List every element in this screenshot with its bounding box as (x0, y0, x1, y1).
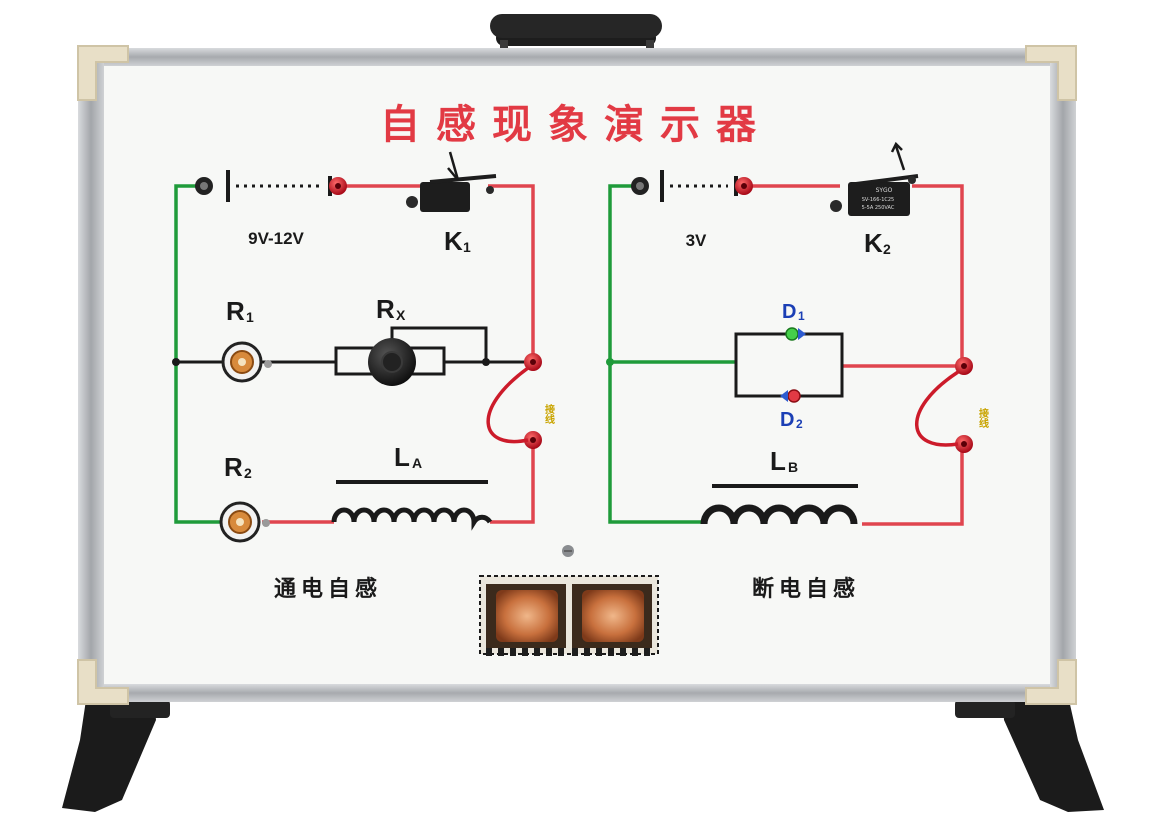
left-red-wires (262, 184, 535, 524)
left-post-red-top[interactable] (329, 177, 347, 195)
label-d1: D 1 (782, 301, 805, 323)
left-voltage-label: 9V-12V (248, 229, 304, 248)
svg-text:K: K (864, 228, 883, 258)
label-k1: K 1 (444, 226, 471, 256)
svg-text:2: 2 (796, 417, 803, 431)
svg-text:R: R (224, 452, 243, 482)
svg-text:D: D (782, 301, 796, 323)
switch-marking-model: SV-166-1C25 (862, 197, 895, 203)
corner-caps (77, 45, 1077, 705)
svg-text:1: 1 (798, 309, 805, 323)
switch-marking-brand: SYGO (876, 187, 893, 194)
left-post-red-mid[interactable] (524, 353, 542, 371)
label-k2: K 2 (864, 228, 891, 258)
svg-text:1: 1 (463, 239, 471, 255)
right-side-tag: 接线 (977, 407, 989, 429)
svg-text:K: K (444, 226, 463, 256)
svg-text:B: B (788, 459, 798, 475)
left-circuit: 9V-12V 接线 K (172, 151, 555, 602)
right-post-red-mid[interactable] (955, 357, 973, 375)
inductor-lb (700, 484, 858, 525)
transformer-window (479, 575, 659, 656)
right-voltage-label: 3V (686, 231, 707, 250)
left-micro-switch[interactable] (406, 151, 497, 212)
svg-text:L: L (394, 442, 410, 472)
svg-text:X: X (396, 307, 406, 323)
lamp-r2[interactable] (219, 501, 270, 543)
left-jumper-wire[interactable] (486, 366, 530, 444)
aluminium-frame (78, 48, 1076, 702)
label-d2: D 2 (780, 409, 803, 431)
board-title: 自感现象演示器 (380, 102, 772, 148)
left-post-red-low[interactable] (524, 431, 542, 449)
diode-d2-led[interactable] (780, 389, 801, 403)
label-la: L A (394, 442, 422, 472)
right-post-red-top[interactable] (735, 177, 753, 195)
right-caption: 断电自感 (752, 576, 860, 602)
diode-d1-led[interactable] (785, 327, 806, 341)
centre-screw (562, 545, 574, 557)
svg-text:R: R (226, 296, 245, 326)
right-green-wires (608, 184, 736, 524)
svg-text:D: D (780, 409, 794, 431)
right-red-wires (744, 184, 964, 526)
switch-marking-rating: 5-5A 250VAC (862, 205, 895, 211)
lamp-r1[interactable] (221, 341, 272, 383)
carry-handle (490, 14, 662, 56)
svg-text:2: 2 (883, 241, 891, 257)
label-r2: R 2 (224, 452, 252, 482)
left-caption: 通电自感 (274, 576, 382, 602)
left-side-tag: 接线 (543, 403, 555, 425)
inductor-la (331, 480, 493, 531)
label-rx: R X (376, 294, 406, 324)
right-post-red-low[interactable] (955, 435, 973, 453)
svg-text:A: A (412, 455, 422, 471)
right-circuit: 3V 接线 SYGO SV-166-1C25 (606, 141, 989, 602)
right-micro-switch[interactable]: SYGO SV-166-1C25 5-5A 250VAC (830, 141, 919, 216)
svg-text:L: L (770, 446, 786, 476)
label-r1: R 1 (226, 296, 254, 326)
left-green-wires (174, 184, 222, 524)
svg-text:R: R (376, 294, 395, 324)
rheostat-rx[interactable] (334, 338, 446, 386)
svg-text:1: 1 (246, 309, 254, 325)
left-post-black[interactable] (195, 177, 213, 195)
svg-text:2: 2 (244, 465, 252, 481)
right-jumper-wire[interactable] (915, 370, 959, 447)
right-post-black[interactable] (631, 177, 649, 195)
label-lb: L B (770, 446, 798, 476)
